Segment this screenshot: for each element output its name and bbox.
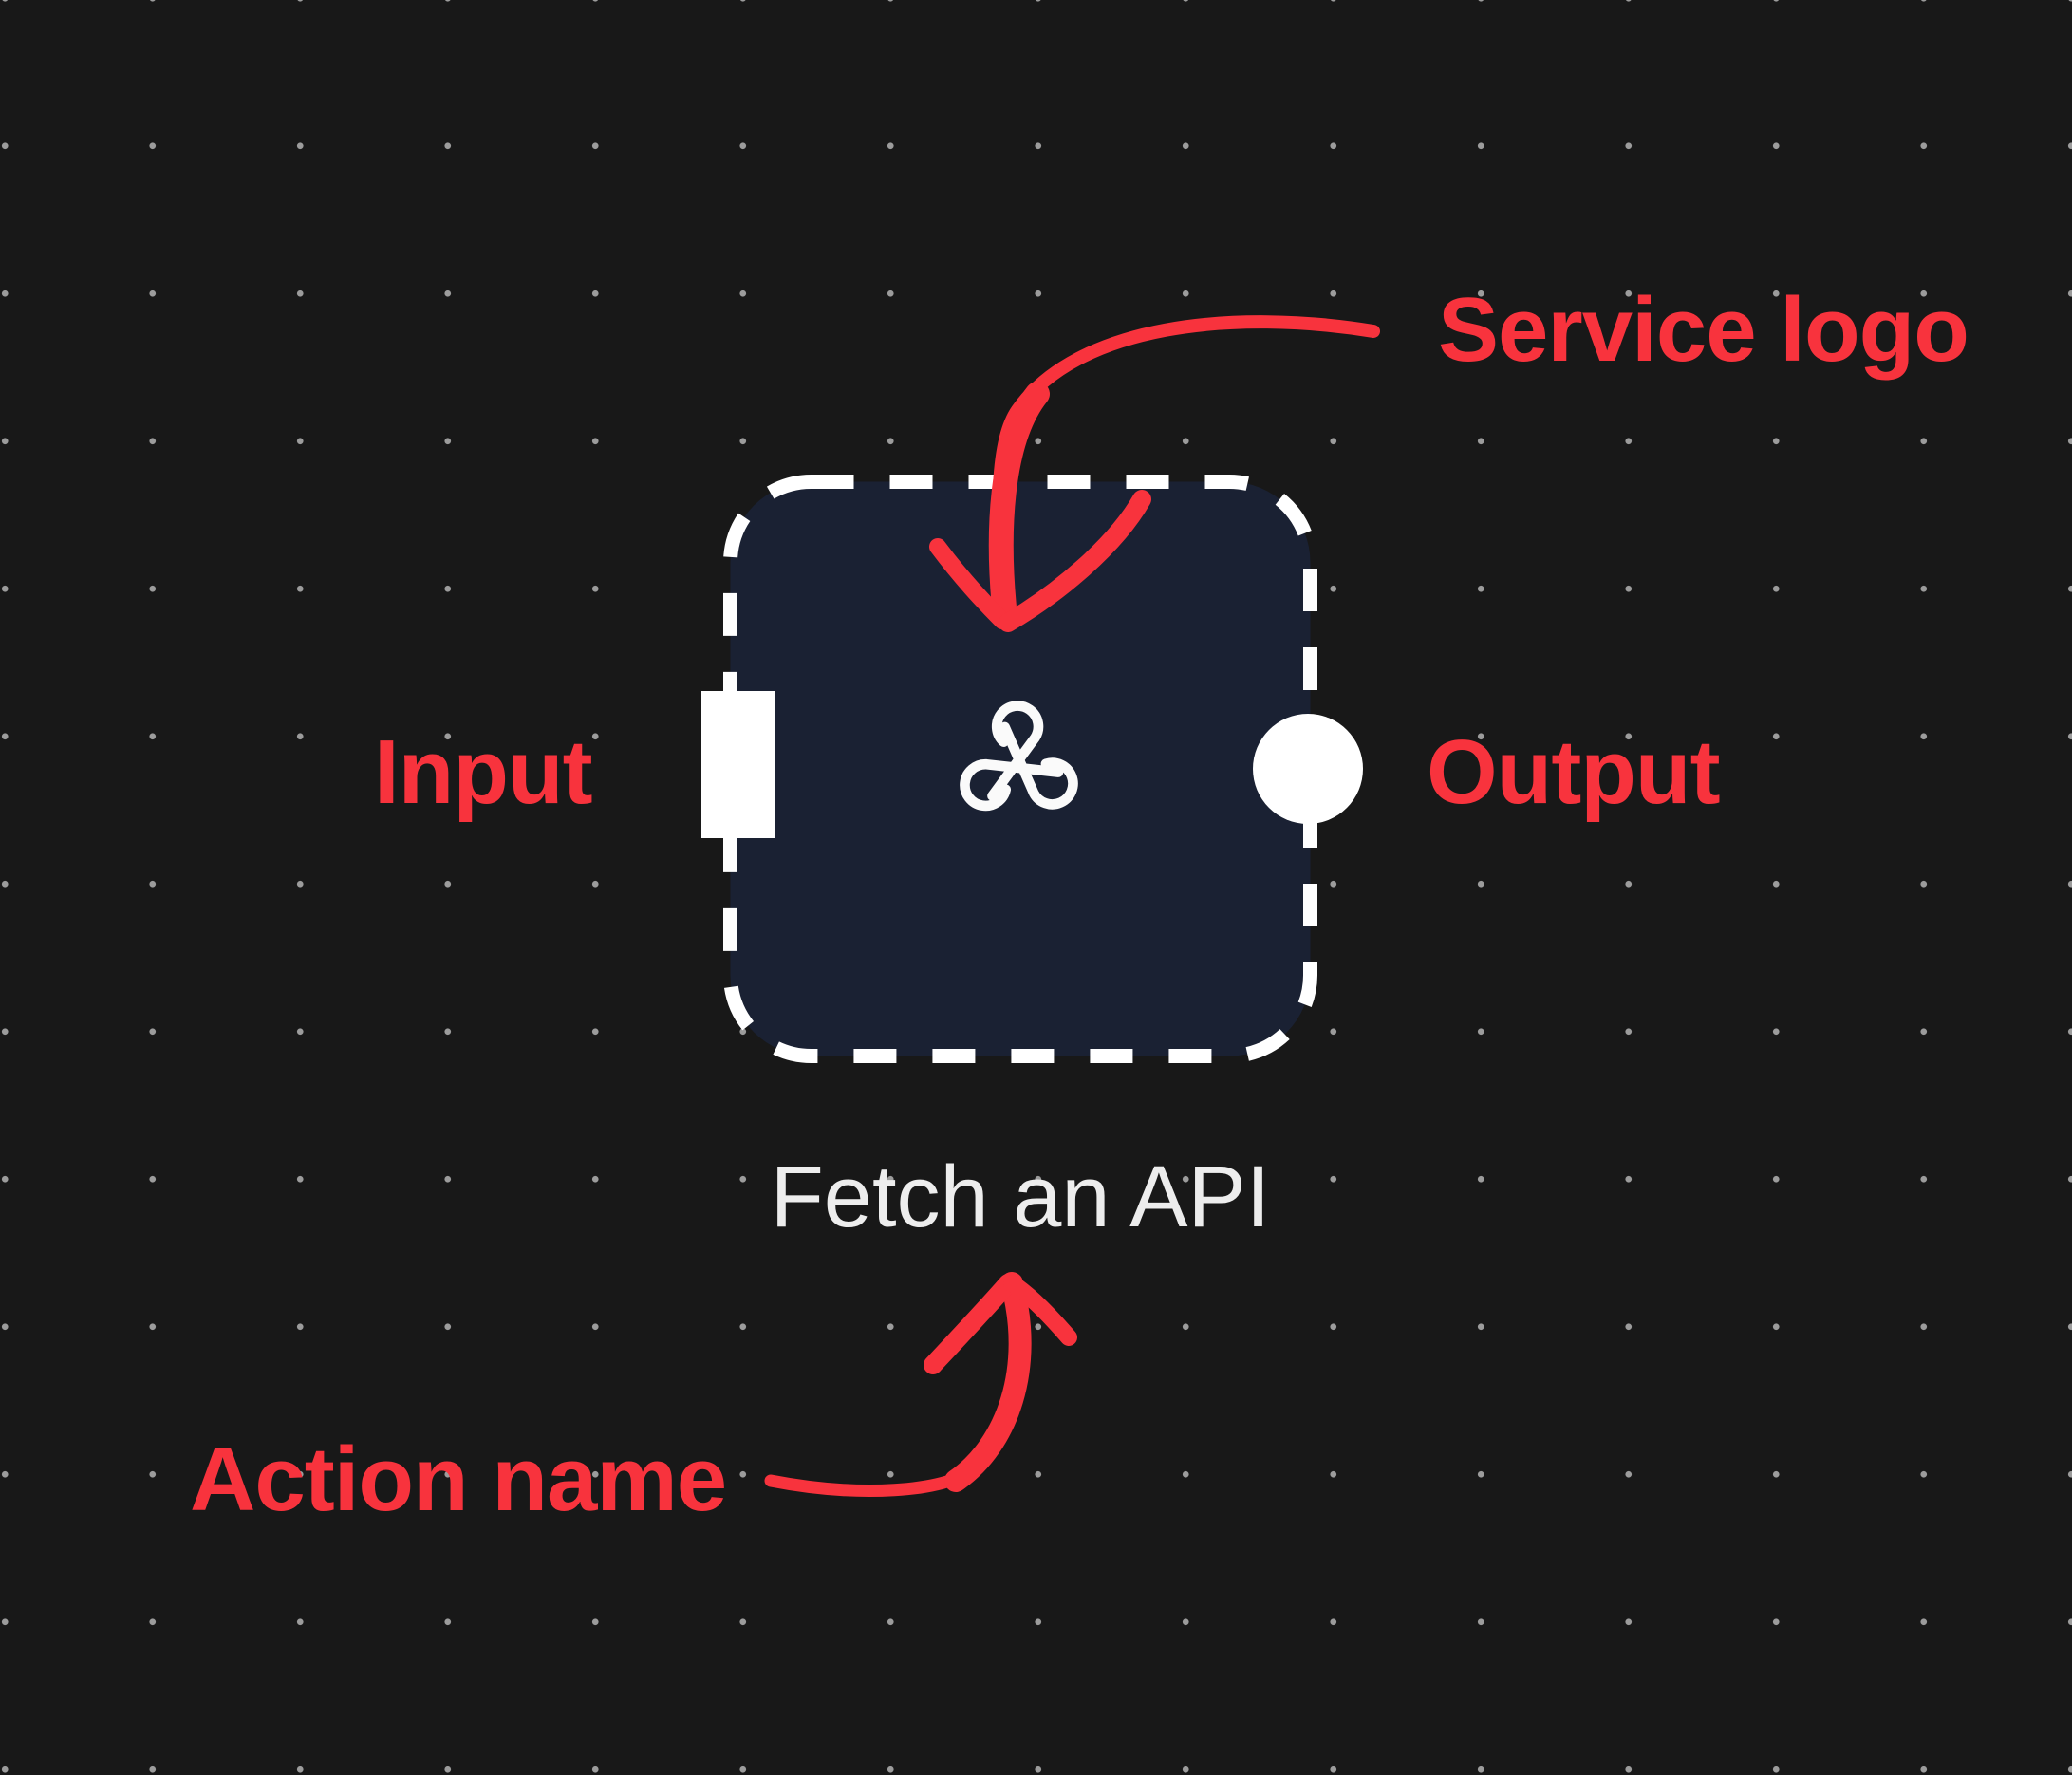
node-fetch-api[interactable]	[701, 475, 1363, 1063]
node-action-name-label: Fetch an API	[770, 1149, 1271, 1245]
service-logo-arrow	[929, 315, 1380, 632]
annotation-action-name: Action name	[190, 1429, 727, 1530]
annotation-service-logo: Service logo	[1438, 279, 1969, 381]
annotation-output: Output	[1427, 721, 1721, 823]
annotation-input: Input	[374, 721, 593, 823]
action-name-arrow	[764, 1272, 1077, 1497]
webhook-icon	[957, 701, 1082, 817]
output-connector[interactable]	[1253, 714, 1363, 824]
input-connector[interactable]	[701, 691, 775, 838]
